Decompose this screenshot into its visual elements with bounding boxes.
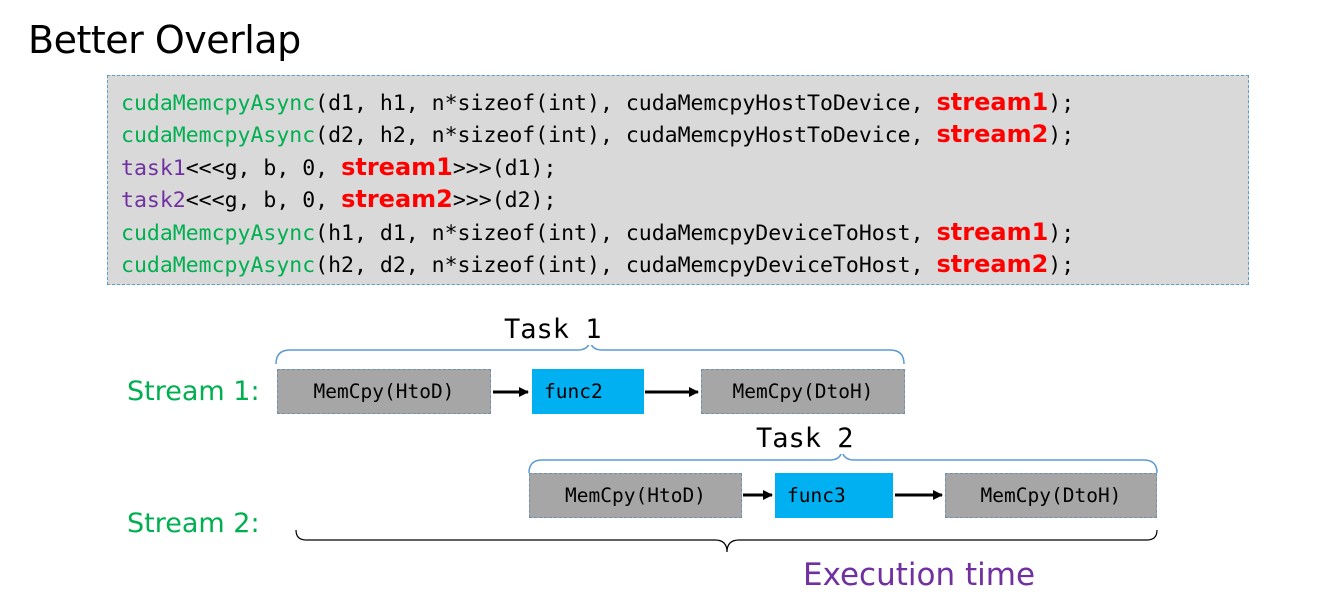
code-function: task2	[121, 188, 186, 213]
code-tail: >>>(d2);	[452, 188, 557, 213]
code-stream: stream1	[341, 153, 453, 181]
stream2-label: Stream 2:	[127, 508, 260, 539]
task2-label: Task 2	[754, 423, 856, 454]
code-stream: stream1	[936, 218, 1049, 246]
code-function: cudaMemcpyAsync	[121, 91, 316, 116]
code-block: cudaMemcpyAsync(d1, h1, n*sizeof(int), c…	[107, 75, 1249, 285]
code-function: cudaMemcpyAsync	[121, 253, 316, 278]
execution-time-brace	[295, 529, 1158, 553]
code-args: (h2, d2, n*sizeof(int), cudaMemcpyDevice…	[315, 253, 937, 278]
stream1-memcpy-htod-block: MemCpy(HtoD)	[277, 369, 491, 414]
code-function: task1	[121, 156, 186, 181]
code-function: cudaMemcpyAsync	[121, 123, 316, 148]
code-args: (d1, h1, n*sizeof(int), cudaMemcpyHostTo…	[315, 91, 937, 116]
code-stream: stream2	[936, 120, 1049, 148]
code-tail: );	[1048, 123, 1075, 148]
slide-title: Better Overlap	[28, 18, 301, 62]
code-line-6: cudaMemcpyAsync(h2, d2, n*sizeof(int), c…	[121, 250, 1074, 278]
stream1-label: Stream 1:	[127, 376, 260, 407]
stream2-memcpy-htod-block: MemCpy(HtoD)	[529, 473, 742, 518]
code-line-1: cudaMemcpyAsync(d1, h1, n*sizeof(int), c…	[121, 88, 1074, 116]
stream2-memcpy-dtoh-block: MemCpy(DtoH)	[945, 473, 1157, 518]
stream1-memcpy-dtoh-block: MemCpy(DtoH)	[701, 369, 905, 414]
stream2-kernel-block: func3	[775, 473, 893, 518]
code-tail: );	[1048, 91, 1075, 116]
stream1-kernel-block: func2	[532, 369, 644, 414]
code-line-4: task2<<<g, b, 0, stream2>>>(d2);	[121, 185, 556, 213]
code-line-2: cudaMemcpyAsync(d2, h2, n*sizeof(int), c…	[121, 120, 1074, 148]
code-tail: );	[1048, 221, 1075, 246]
code-stream: stream2	[341, 185, 453, 213]
code-args: (d2, h2, n*sizeof(int), cudaMemcpyHostTo…	[315, 123, 937, 148]
code-stream: stream2	[936, 250, 1049, 278]
task1-label: Task 1	[502, 314, 604, 345]
code-args: (h1, d1, n*sizeof(int), cudaMemcpyDevice…	[315, 221, 937, 246]
code-tail: );	[1048, 253, 1075, 278]
code-line-5: cudaMemcpyAsync(h1, d1, n*sizeof(int), c…	[121, 218, 1074, 246]
code-function: cudaMemcpyAsync	[121, 221, 316, 246]
code-args: <<<g, b, 0,	[185, 188, 342, 213]
execution-time-label: Execution time	[803, 557, 1036, 593]
code-tail: >>>(d1);	[452, 156, 557, 181]
code-stream: stream1	[936, 88, 1049, 116]
code-line-3: task1<<<g, b, 0, stream1>>>(d1);	[121, 153, 556, 181]
code-args: <<<g, b, 0,	[185, 156, 342, 181]
